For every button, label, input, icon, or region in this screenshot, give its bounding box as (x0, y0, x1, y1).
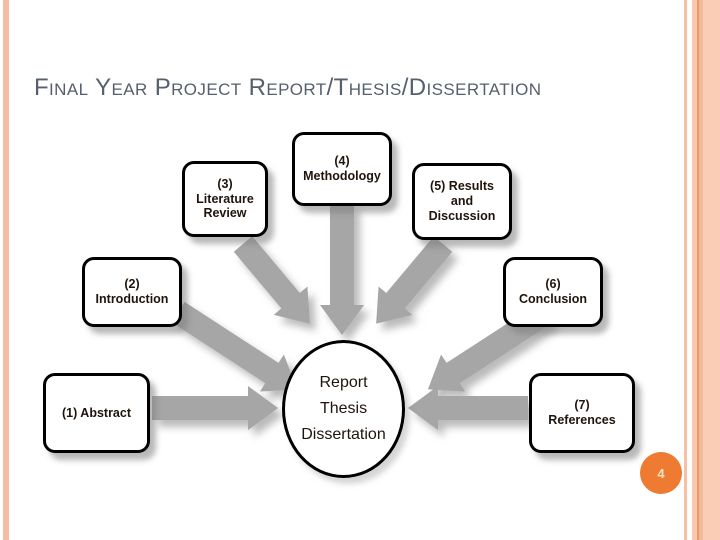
box-introduction-label: (2) Introduction (95, 277, 169, 306)
center-line-dissertation: Dissertation (301, 426, 386, 443)
page-number: 4 (657, 465, 665, 481)
slide-title: Final Year Project Report/Thesis/Dissert… (34, 74, 542, 101)
center-circle: Report Thesis Dissertation (282, 340, 405, 478)
arrow-results-to-center-icon (376, 236, 453, 324)
arrow-literature-review-to-center-icon (233, 236, 310, 324)
box-conclusion: (6) Conclusion (503, 257, 603, 327)
center-line-report: Report (319, 374, 368, 391)
page-number-badge: 4 (640, 452, 682, 494)
right-accent-stripes (682, 0, 720, 540)
box-literature-review-label: (3) Literature Review (196, 176, 254, 221)
box-conclusion-label: (6) Conclusion (518, 277, 588, 306)
box-introduction: (2) Introduction (82, 257, 182, 327)
center-line-thesis: Thesis (319, 400, 368, 417)
box-methodology: (4) Methodology (292, 132, 392, 206)
arrow-references-to-center-icon (408, 386, 528, 430)
left-accent-bar (3, 0, 9, 540)
arrow-methodology-to-center-icon (320, 203, 364, 335)
box-references-label: (7) References (548, 398, 616, 427)
box-abstract-label: (1) Abstract (62, 405, 131, 420)
box-literature-review: (3) Literature Review (182, 161, 268, 237)
box-methodology-label: (4) Methodology (303, 154, 381, 183)
box-abstract: (1) Abstract (43, 373, 150, 453)
arrow-abstract-to-center-icon (152, 386, 278, 430)
box-results-discussion-label: (5) Results and Discussion (428, 179, 496, 223)
box-references: (7) References (529, 373, 635, 453)
box-results-discussion: (5) Results and Discussion (412, 163, 512, 240)
